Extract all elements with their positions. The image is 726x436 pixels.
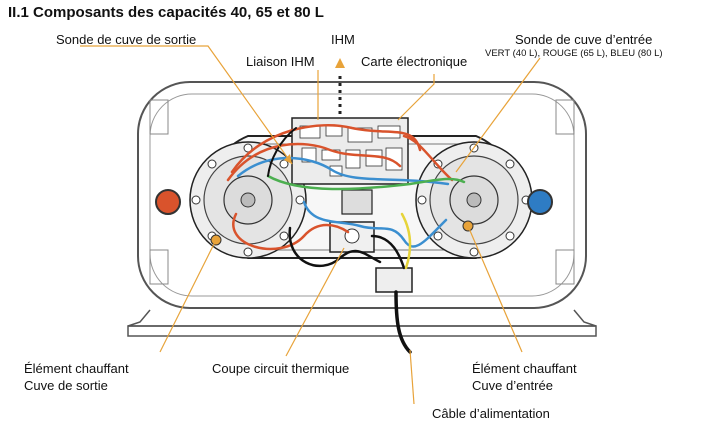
- label-element-sortie-line2: Cuve de sortie: [24, 378, 108, 393]
- label-sonde-entree: Sonde de cuve d’entrée: [515, 32, 653, 47]
- label-cable: Câble d’alimentation: [432, 406, 550, 421]
- label-sonde-sortie: Sonde de cuve de sortie: [56, 32, 197, 47]
- cold-inlet-connector: [527, 189, 553, 215]
- transformer: [341, 189, 373, 215]
- label-sonde-entree-colors: VERT (40 L), ROUGE (65 L), BLEU (80 L): [485, 48, 663, 59]
- housing-base: [127, 309, 597, 327]
- wire-red-3: [232, 212, 350, 251]
- power-cable: [394, 290, 412, 354]
- label-element-entree-line1: Élément chauffant: [472, 361, 577, 376]
- base-plate: [127, 325, 597, 337]
- wire-black-1: [288, 226, 382, 268]
- wire-blue-1: [236, 156, 450, 186]
- label-carte: Carte électronique: [361, 54, 468, 69]
- wire-red-4: [402, 134, 454, 182]
- wire-green-1: [266, 174, 466, 191]
- housing-outer: [137, 81, 587, 309]
- tab-right-top: [555, 99, 575, 135]
- label-ihm: IHM: [331, 32, 355, 47]
- tab-left-top: [149, 99, 169, 135]
- label-element-sortie-line1: Élément chauffant: [24, 361, 129, 376]
- label-coupe-circuit: Coupe circuit thermique: [212, 361, 350, 376]
- label-liaison-ihm: Liaison IHM: [246, 54, 315, 69]
- wire-red-1: [230, 124, 422, 174]
- tank-right-center: [466, 192, 482, 208]
- hot-outlet-connector: [155, 189, 181, 215]
- wire-blue-2: [302, 200, 448, 248]
- label-element-entree-line2: Cuve d’entrée: [472, 378, 553, 393]
- section-title: II.1 Composants des capacités 40, 65 et …: [8, 4, 324, 21]
- tank-left-center: [240, 192, 256, 208]
- tab-left-bottom: [149, 249, 169, 285]
- wires: [226, 124, 466, 354]
- wire-black-3: [267, 127, 297, 177]
- leader-arrowheads: [284, 58, 345, 164]
- tab-right-bottom: [555, 249, 575, 285]
- terminal-block: [375, 267, 413, 293]
- bolts-left: [191, 143, 305, 257]
- wire-yellow-1: [400, 212, 412, 270]
- wire-red-2: [226, 142, 402, 182]
- leader-lines: [80, 45, 541, 405]
- housing-inner: [149, 93, 575, 297]
- wire-black-2: [370, 234, 406, 270]
